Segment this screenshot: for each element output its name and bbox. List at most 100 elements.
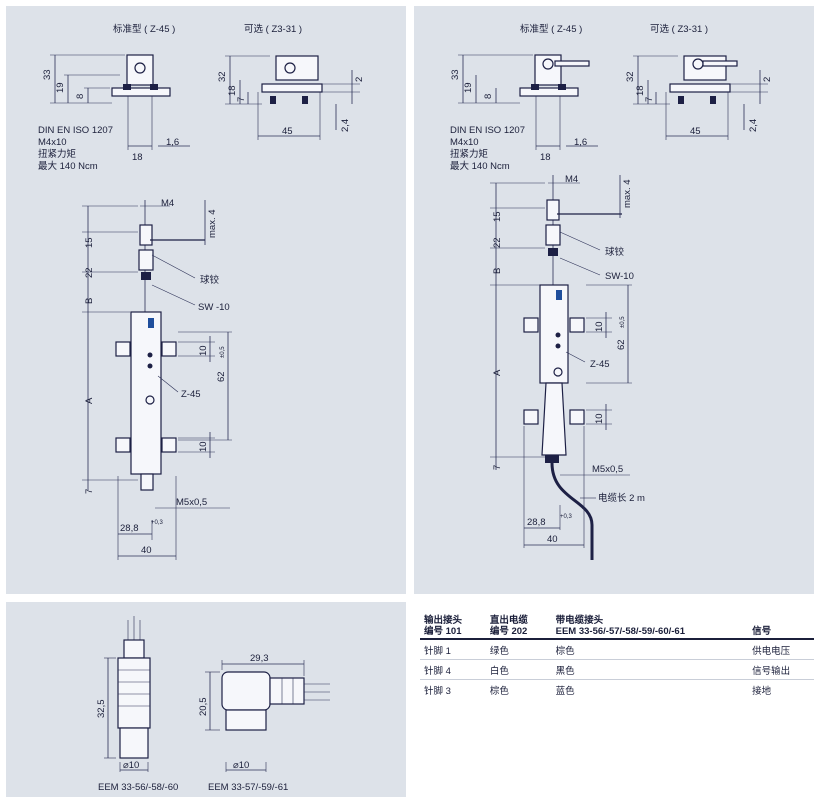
left-drawing-panel bbox=[6, 6, 406, 594]
connector-label-straight: EEM 33-56/-58/-60 bbox=[98, 782, 178, 793]
svg-text:19: 19 bbox=[463, 82, 474, 93]
svg-text:62: 62 bbox=[216, 371, 227, 382]
svg-text:B: B bbox=[84, 298, 95, 304]
connector-label-angled: EEM 33-57/-59/-61 bbox=[208, 782, 288, 793]
right-sensor-main: 15 22 B A 7 M4 max. 4 10 62 ±0,5 10 M5x0… bbox=[490, 174, 645, 560]
svg-text:SW -10: SW -10 bbox=[198, 302, 230, 313]
svg-text:2,4: 2,4 bbox=[340, 119, 351, 132]
svg-text:M4x10: M4x10 bbox=[38, 137, 67, 148]
svg-text:18: 18 bbox=[635, 85, 646, 96]
right-drawing-panel bbox=[414, 6, 814, 594]
svg-text:M5x0,5: M5x0,5 bbox=[592, 464, 623, 475]
svg-text:DIN EN ISO 1207: DIN EN ISO 1207 bbox=[450, 125, 525, 136]
svg-text:8: 8 bbox=[483, 94, 494, 99]
ball-joint-callout: 球铰 bbox=[200, 274, 220, 286]
svg-text:10: 10 bbox=[594, 413, 605, 424]
connector-angled: 29,3 20,5 ⌀10 EEM 33-57/-59/-61 bbox=[198, 653, 330, 793]
svg-text:22: 22 bbox=[84, 267, 95, 278]
svg-text:40: 40 bbox=[547, 534, 558, 545]
svg-text:±0,5: ±0,5 bbox=[620, 316, 626, 328]
svg-text:20,5: 20,5 bbox=[198, 698, 209, 717]
svg-text:+0,3: +0,3 bbox=[560, 514, 573, 520]
header-signal: 信号 bbox=[748, 614, 814, 640]
svg-text:40: 40 bbox=[141, 545, 152, 556]
svg-text:A: A bbox=[492, 369, 503, 376]
svg-text:max. 4: max. 4 bbox=[207, 209, 218, 238]
header-direct-cable: 直出电缆编号 202 bbox=[485, 614, 552, 640]
svg-text:+0,3: +0,3 bbox=[151, 520, 164, 526]
svg-text:8: 8 bbox=[75, 94, 86, 99]
std-title: 标准型 ( Z-45 ) bbox=[113, 23, 175, 35]
svg-text:45: 45 bbox=[282, 126, 293, 137]
svg-text:18: 18 bbox=[132, 152, 143, 163]
svg-text:标准型 ( Z-45 ): 标准型 ( Z-45 ) bbox=[520, 23, 582, 35]
svg-text:18: 18 bbox=[227, 85, 238, 96]
svg-text:10: 10 bbox=[198, 345, 209, 356]
svg-text:Z-45: Z-45 bbox=[181, 389, 201, 400]
svg-text:2: 2 bbox=[354, 77, 365, 82]
svg-text:Z-45: Z-45 bbox=[590, 359, 610, 370]
svg-text:19: 19 bbox=[55, 82, 66, 93]
right-mount-standard: 标准型 ( Z-45 ) 33 19 8 18 1,6 bbox=[450, 23, 598, 163]
svg-text:DIN EN ISO 1207: DIN EN ISO 1207 bbox=[38, 125, 113, 136]
svg-text:28,8: 28,8 bbox=[527, 517, 546, 528]
svg-text:29,3: 29,3 bbox=[250, 653, 269, 664]
svg-text:33: 33 bbox=[42, 69, 53, 80]
svg-text:7: 7 bbox=[492, 465, 503, 470]
svg-text:扭紧力矩: 扭紧力矩 bbox=[450, 148, 489, 160]
table-row: 针脚 1 绿色 棕色 供电电压 bbox=[420, 638, 814, 660]
svg-text:15: 15 bbox=[492, 211, 503, 222]
svg-text:SW-10: SW-10 bbox=[605, 271, 634, 282]
svg-text:7: 7 bbox=[236, 97, 247, 102]
right-mount-optional: 可选 ( Z3-31 ) 45 32 18 7 2 2,4 bbox=[625, 23, 773, 140]
svg-text:45: 45 bbox=[690, 126, 701, 137]
svg-text:M4: M4 bbox=[565, 174, 578, 185]
svg-text:max. 4: max. 4 bbox=[622, 179, 633, 208]
left-mount-standard: 标准型 ( Z-45 ) 33 19 8 18 1,6 bbox=[42, 23, 190, 163]
svg-text:1,6: 1,6 bbox=[166, 137, 179, 148]
connector-panel bbox=[6, 602, 406, 797]
svg-text:最大 140 Ncm: 最大 140 Ncm bbox=[450, 160, 510, 172]
svg-text:±0,5: ±0,5 bbox=[220, 346, 226, 358]
svg-text:33: 33 bbox=[450, 69, 461, 80]
left-mount-optional: 可选 ( Z3-31 ) 45 32 18 7 2 2,4 bbox=[217, 23, 365, 140]
svg-text:62: 62 bbox=[616, 339, 627, 350]
svg-text:15: 15 bbox=[84, 237, 95, 248]
svg-text:18: 18 bbox=[540, 152, 551, 163]
left-iso-note: DIN EN ISO 1207 M4x10 扭紧力矩 最大 140 Ncm bbox=[38, 125, 113, 172]
right-iso-note: DIN EN ISO 1207 M4x10 扭紧力矩 最大 140 Ncm bbox=[450, 125, 525, 172]
svg-text:10: 10 bbox=[198, 441, 209, 452]
svg-text:32,5: 32,5 bbox=[96, 700, 107, 719]
svg-text:2,4: 2,4 bbox=[748, 119, 759, 132]
svg-text:28,8: 28,8 bbox=[120, 523, 139, 534]
svg-text:M4: M4 bbox=[161, 198, 174, 209]
svg-text:球铰: 球铰 bbox=[605, 246, 625, 258]
header-output-connector: 输出接头编号 101 bbox=[420, 614, 486, 640]
svg-text:M5x0,5: M5x0,5 bbox=[176, 497, 207, 508]
svg-text:32: 32 bbox=[217, 71, 228, 82]
svg-text:M4x10: M4x10 bbox=[450, 137, 479, 148]
table-row: 针脚 3 棕色 蓝色 接地 bbox=[420, 679, 814, 699]
svg-text:可选 ( Z3-31 ): 可选 ( Z3-31 ) bbox=[244, 23, 302, 35]
svg-text:1,6: 1,6 bbox=[574, 137, 587, 148]
table-row: 针脚 4 白色 黑色 信号输出 bbox=[420, 659, 814, 680]
svg-text:7: 7 bbox=[84, 489, 95, 494]
svg-text:10: 10 bbox=[594, 321, 605, 332]
connector-straight: 32,5 ⌀10 EEM 33-56/-58/-60 bbox=[96, 616, 178, 793]
svg-text:最大 140 Ncm: 最大 140 Ncm bbox=[38, 160, 98, 172]
svg-text:A: A bbox=[84, 397, 95, 404]
svg-text:7: 7 bbox=[644, 97, 655, 102]
svg-text:2: 2 bbox=[762, 77, 773, 82]
svg-text:⌀10: ⌀10 bbox=[233, 760, 249, 771]
svg-text:扭紧力矩: 扭紧力矩 bbox=[38, 148, 77, 160]
svg-text:⌀10: ⌀10 bbox=[123, 760, 139, 771]
svg-text:32: 32 bbox=[625, 71, 636, 82]
left-sensor-main: 15 22 B A 7 M4 max. 4 10 62 ±0,5 10 M5x0… bbox=[82, 198, 232, 560]
svg-text:22: 22 bbox=[492, 237, 503, 248]
cable-length-callout: 电缆长 2 m bbox=[598, 492, 645, 504]
svg-text:可选 ( Z3-31 ): 可选 ( Z3-31 ) bbox=[650, 23, 708, 35]
